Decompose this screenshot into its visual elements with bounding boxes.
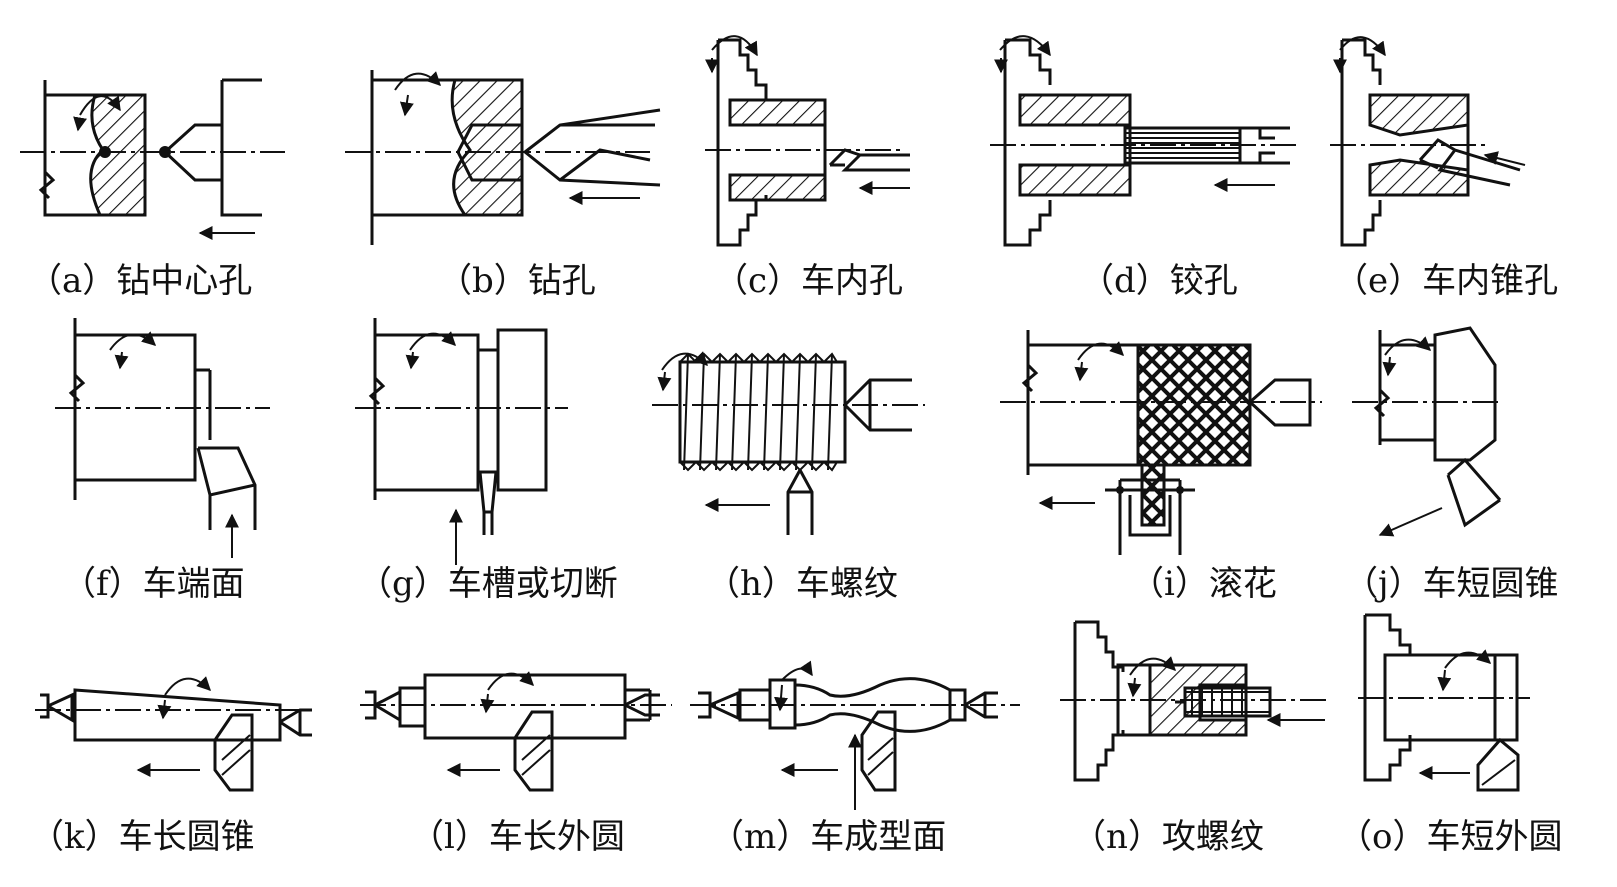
panel-i-knurling: （i）滚花 — [1000, 330, 1322, 604]
panel-h-threading: （h）车螺纹 — [652, 351, 925, 604]
caption-j: （j）车短圆锥 — [1344, 564, 1559, 604]
panel-n-tapping: （n）攻螺纹 — [1060, 620, 1330, 857]
panel-c-boring: （c）车内孔 — [705, 35, 910, 301]
caption-m: （m）车成型面 — [710, 817, 946, 857]
caption-c: （c）车内孔 — [714, 261, 903, 301]
caption-g: （g）车槽或切断 — [358, 564, 618, 604]
caption-l: （l）车长外圆 — [410, 817, 625, 857]
panel-f-facing: （f）车端面 — [55, 318, 270, 604]
panel-l-long-cylinder: （l）车长外圆 — [360, 671, 672, 857]
panel-m-form-turning: （m）车成型面 — [690, 660, 1020, 857]
caption-o: （o）车短外圆 — [1338, 817, 1562, 857]
thread-crests — [679, 352, 838, 472]
panel-a-center-drilling: （a）钻中心孔 — [20, 78, 285, 301]
panel-k-long-taper: （k）车长圆锥 — [30, 676, 312, 857]
caption-a: （a）钻中心孔 — [28, 261, 252, 301]
panel-e-internal-taper: （e）车内锥孔 — [1330, 36, 1558, 301]
caption-h: （h）车螺纹 — [706, 564, 898, 604]
panel-g-grooving: （g）车槽或切断 — [355, 318, 618, 604]
panel-b-drilling: （b）钻孔 — [345, 70, 661, 301]
reamer-flutes — [1123, 126, 1242, 165]
caption-k: （k）车长圆锥 — [30, 817, 255, 857]
panel-d-reaming: （d）铰孔 — [990, 35, 1300, 301]
caption-n: （n）攻螺纹 — [1072, 817, 1264, 857]
caption-i: （i）滚花 — [1130, 564, 1277, 604]
panel-j-short-taper: （j）车短圆锥 — [1344, 326, 1559, 604]
caption-e: （e）车内锥孔 — [1334, 261, 1558, 301]
caption-f: （f）车端面 — [62, 564, 245, 604]
caption-d: （d）铰孔 — [1080, 261, 1238, 301]
panel-o-short-cylinder: （o）车短外圆 — [1338, 613, 1562, 857]
caption-b: （b）钻孔 — [438, 261, 596, 301]
